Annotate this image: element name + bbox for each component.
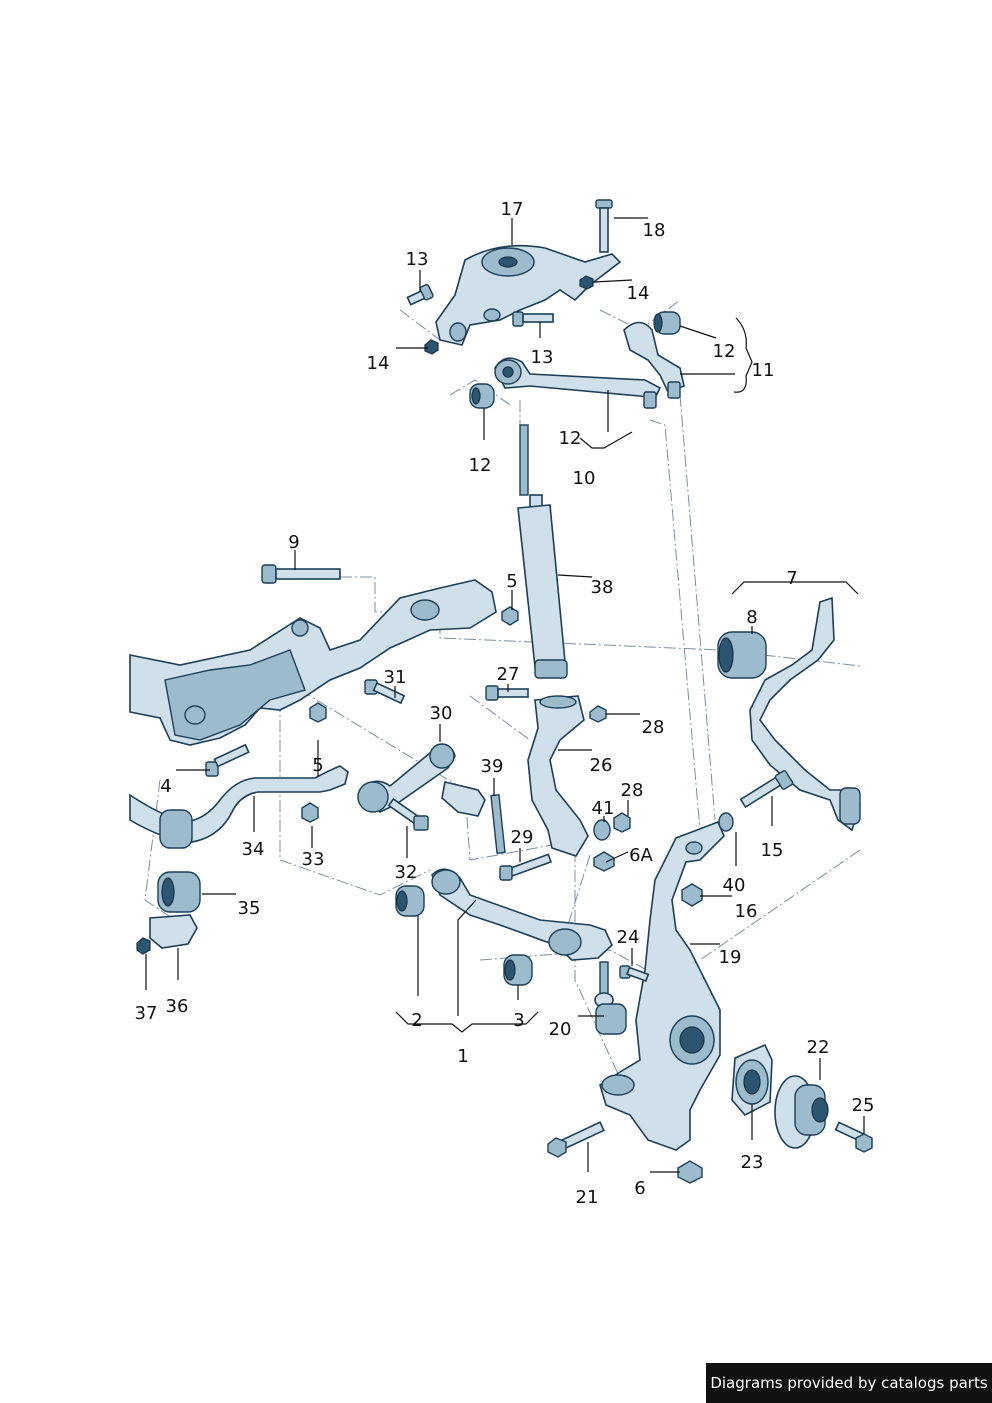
callout-34: 34 — [242, 839, 265, 860]
bolt-13-lower — [512, 311, 554, 327]
bushing-3 — [503, 954, 533, 986]
callout-8: 8 — [746, 607, 757, 628]
nut-16 — [681, 883, 703, 907]
bolt-31 — [364, 679, 406, 705]
callout-1: 1 — [457, 1046, 468, 1067]
ball-joint-20 — [594, 961, 627, 1035]
callout-5: 5 — [312, 755, 323, 776]
callout-21: 21 — [576, 1187, 599, 1208]
nut-28-lower — [613, 812, 631, 833]
callout-16: 16 — [735, 901, 758, 922]
bolt-21 — [547, 1121, 605, 1158]
upper-arm-front — [494, 357, 662, 409]
callout-22: 22 — [807, 1037, 830, 1058]
callout-28: 28 — [642, 717, 665, 738]
bushing-35 — [157, 871, 201, 913]
callout-37: 37 — [135, 1003, 158, 1024]
callout-28: 28 — [621, 780, 644, 801]
callout-2: 2 — [411, 1010, 422, 1031]
wheel-knuckle — [599, 820, 725, 1151]
callout-14: 14 — [627, 283, 650, 304]
callout-labels: 17 18 13 14 14 13 12 11 12 12 10 9 5 38 … — [135, 199, 875, 1208]
bolt-24 — [619, 965, 650, 983]
bolt-25 — [834, 1121, 873, 1153]
callout-6a: 6A — [629, 845, 653, 866]
callout-32: 32 — [395, 862, 418, 883]
callout-18: 18 — [643, 220, 666, 241]
callout-24: 24 — [617, 927, 640, 948]
nut-33 — [301, 802, 319, 823]
washer-41 — [593, 819, 611, 841]
hub-22 — [774, 1075, 829, 1149]
stabilizer-bar — [129, 765, 349, 849]
bolt-9 — [261, 564, 341, 584]
bolt-27 — [485, 685, 529, 701]
nut-37 — [136, 937, 151, 955]
callout-35: 35 — [238, 898, 261, 919]
callout-33: 33 — [302, 849, 325, 870]
link-39 — [441, 781, 506, 855]
nut-5-upper — [501, 606, 519, 626]
callout-39: 39 — [481, 756, 504, 777]
callout-23: 23 — [741, 1152, 764, 1173]
callout-12: 12 — [469, 455, 492, 476]
footer-credit: Diagrams provided by catalogs parts — [706, 1363, 992, 1403]
callout-9: 9 — [288, 532, 299, 553]
shock-absorber — [517, 424, 568, 679]
upper-arm-right — [623, 311, 685, 399]
callout-31: 31 — [384, 667, 407, 688]
bushing-2 — [395, 885, 425, 917]
bearing-23 — [731, 1043, 773, 1117]
nut-5-mid — [309, 702, 327, 723]
callout-11: 11 — [752, 360, 775, 381]
callout-13: 13 — [406, 249, 429, 270]
bolt-4 — [205, 743, 250, 777]
lower-arm-7 — [749, 596, 861, 832]
bolt-32 — [387, 797, 429, 831]
subframe — [129, 579, 497, 746]
carrier-bracket-26 — [527, 695, 589, 857]
clamp-36 — [149, 914, 198, 949]
lower-control-arm — [431, 868, 613, 961]
callout-25: 25 — [852, 1095, 875, 1116]
bolt-13-upper — [406, 283, 434, 306]
callout-40: 40 — [723, 875, 746, 896]
callout-10: 10 — [573, 468, 596, 489]
callout-17: 17 — [501, 199, 524, 220]
callout-15: 15 — [761, 840, 784, 861]
callout-5: 5 — [506, 571, 517, 592]
callout-29: 29 — [511, 827, 534, 848]
nut-28-upper — [589, 705, 607, 723]
callout-12: 12 — [713, 341, 736, 362]
bolt-15 — [739, 770, 794, 809]
callout-12: 12 — [559, 428, 582, 449]
callout-26: 26 — [590, 755, 613, 776]
bushing-8 — [717, 631, 767, 679]
leader-lines — [145, 217, 865, 1173]
callout-38: 38 — [591, 577, 614, 598]
callout-36: 36 — [166, 996, 189, 1017]
bushing-12 — [469, 383, 495, 409]
callout-20: 20 — [549, 1019, 572, 1040]
nut-6a — [593, 851, 615, 872]
nut-6 — [677, 1160, 703, 1184]
callout-7: 7 — [786, 568, 797, 589]
arm-30 — [357, 743, 456, 813]
callout-4: 4 — [160, 776, 171, 797]
callout-27: 27 — [497, 664, 520, 685]
bolt-29 — [499, 853, 553, 881]
callout-14: 14 — [367, 353, 390, 374]
nut-14-left — [424, 339, 439, 355]
nut-14-upper — [579, 275, 594, 290]
strut-mount-bracket — [435, 244, 622, 346]
washer-40 — [718, 812, 734, 832]
bolt-18 — [595, 199, 613, 253]
callout-41: 41 — [592, 798, 615, 819]
callout-3: 3 — [513, 1010, 524, 1031]
callout-6: 6 — [634, 1178, 645, 1199]
callout-19: 19 — [719, 947, 742, 968]
callout-30: 30 — [430, 703, 453, 724]
callout-13: 13 — [531, 347, 554, 368]
